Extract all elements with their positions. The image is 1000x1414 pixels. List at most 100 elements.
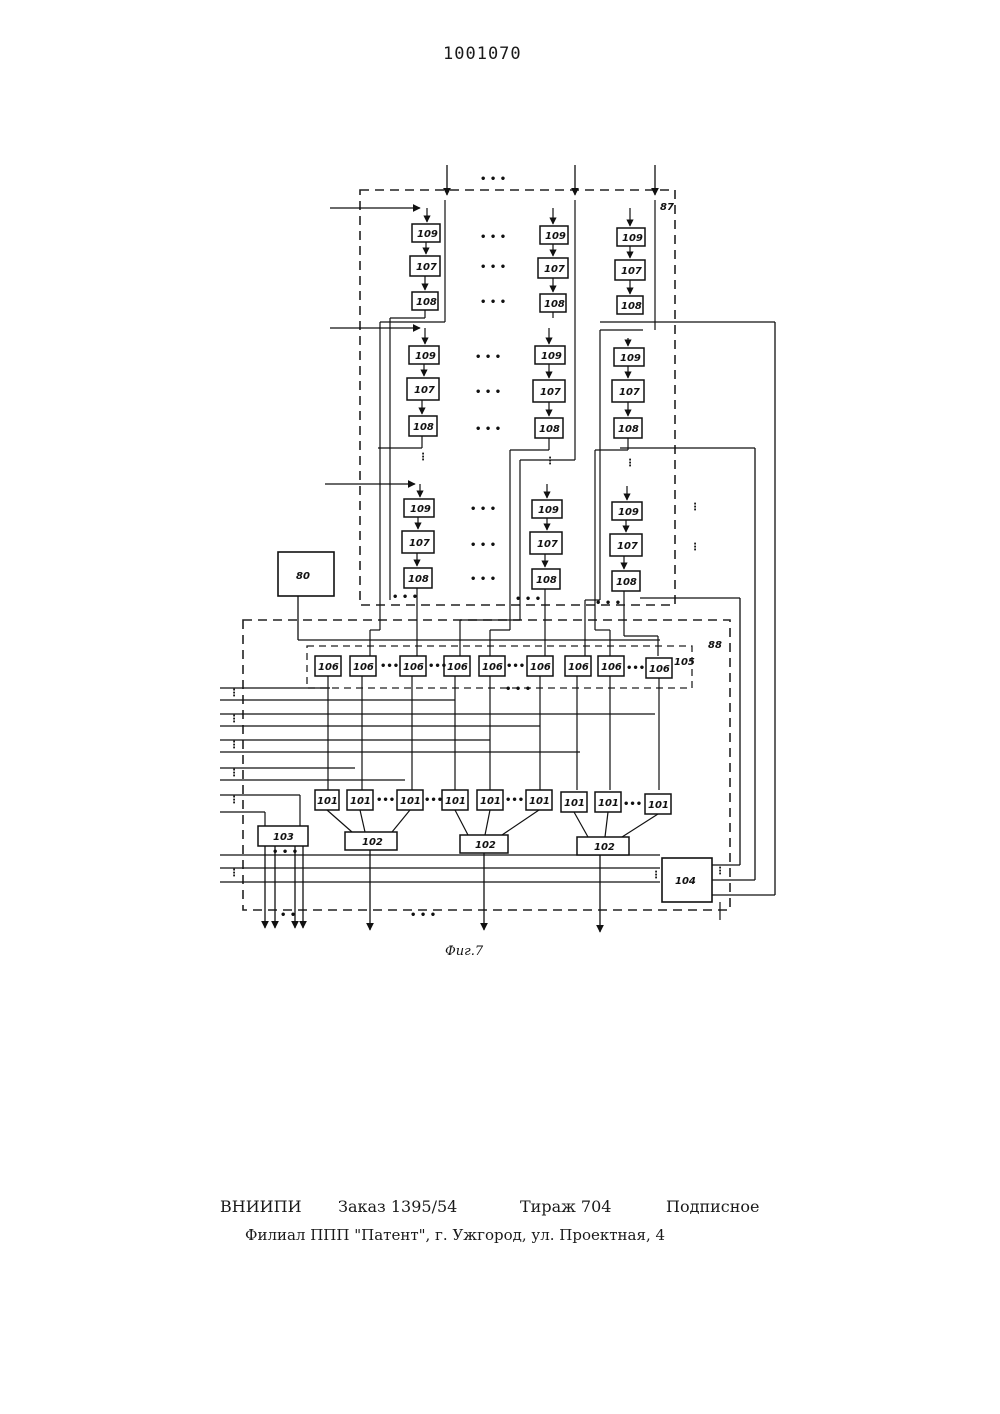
row-102: 102 102 102 <box>345 832 629 855</box>
dots-outputs-left: • • <box>280 910 296 921</box>
svg-text:⋮: ⋮ <box>229 768 239 779</box>
block-108-r1c2: 108 <box>540 294 566 312</box>
svg-text:106: 106 <box>530 662 551 673</box>
left-input-dots: ⋮ ⋮ ⋮ ⋮ ⋮ ⋮ <box>229 688 239 879</box>
svg-text:101: 101 <box>317 796 338 807</box>
svg-text:•••: ••• <box>623 799 642 810</box>
svg-text:106: 106 <box>568 662 589 673</box>
svg-text:101: 101 <box>529 796 550 807</box>
block-109-r3c3: 109 <box>612 502 642 520</box>
mid-lines <box>328 676 659 790</box>
block-101-8: 101 <box>595 792 621 812</box>
block-109-r1c1: 109 <box>412 224 440 242</box>
svg-text:106: 106 <box>403 662 424 673</box>
svg-text:106: 106 <box>318 662 339 673</box>
svg-text:107: 107 <box>416 262 437 273</box>
column-3: 109 107 108 109 107 108 109 107 108 <box>610 208 645 591</box>
block-106-9: 106 <box>646 658 672 678</box>
block-109-r2c3: 109 <box>614 348 644 366</box>
svg-text:103: 103 <box>273 832 294 843</box>
block-109-r3c2: 109 <box>532 500 562 518</box>
svg-text:102: 102 <box>594 842 615 853</box>
svg-text:109: 109 <box>417 229 438 240</box>
svg-text:⋮: ⋮ <box>229 688 239 699</box>
block-107-r3c2: 107 <box>530 532 562 554</box>
block-107-r3c3: 107 <box>610 534 642 556</box>
svg-text:101: 101 <box>564 798 585 809</box>
svg-text:101: 101 <box>350 796 371 807</box>
block-102-1: 102 <box>345 832 397 850</box>
block-102-3: 102 <box>577 837 629 855</box>
column-2: 109 107 108 109 107 108 109 107 108 <box>530 208 568 589</box>
footer-org: ВНИИПИ <box>220 1197 302 1216</box>
block-108-r2c3: 108 <box>614 418 642 438</box>
svg-text:108: 108 <box>536 575 557 586</box>
block-101-4: 101 <box>442 790 468 810</box>
block-106-4: 106 <box>444 656 470 676</box>
svg-text:• • •: • • • <box>392 592 418 603</box>
figure-caption: Фиг.7 <box>445 944 484 959</box>
svg-text:• • •: • • • <box>475 424 501 435</box>
svg-text:109: 109 <box>545 231 566 242</box>
dots-104-left: ⋮ <box>651 870 661 881</box>
block-108-r3c2: 108 <box>532 569 560 589</box>
svg-text:⋮: ⋮ <box>690 542 700 553</box>
block-108-r3c1: 108 <box>404 568 432 588</box>
svg-text:101: 101 <box>648 800 669 811</box>
block-107-r1c2: 107 <box>538 258 568 278</box>
block-108-r2c2: 108 <box>535 418 563 438</box>
dots-104-right: ⋮ <box>715 866 725 877</box>
block-107-r1c3: 107 <box>615 260 645 280</box>
svg-text:102: 102 <box>362 837 383 848</box>
svg-text:80: 80 <box>296 571 310 582</box>
block-106-1: 106 <box>315 656 341 676</box>
svg-text:⋮: ⋮ <box>229 795 239 806</box>
svg-text:• • •: • • • <box>480 297 506 308</box>
block-106-3: 106 <box>400 656 426 676</box>
block-107-r2c3: 107 <box>612 380 644 402</box>
footer-branch: Филиал ППП "Патент", г. Ужгород, ул. Про… <box>245 1226 665 1244</box>
svg-text:• • •: • • • <box>515 594 541 605</box>
svg-text:• • •: • • • <box>470 540 496 551</box>
block-101-5: 101 <box>477 790 503 810</box>
svg-text:• • •: • • • <box>480 232 506 243</box>
block-109-r2c2: 109 <box>535 346 565 364</box>
svg-text:⋮: ⋮ <box>625 458 635 469</box>
column-1: 109 107 108 109 107 108 109 107 108 <box>402 208 440 588</box>
block-104: 104 <box>662 858 712 902</box>
svg-text:108: 108 <box>539 424 560 435</box>
block-80: 80 <box>278 552 334 596</box>
label-88: 88 <box>708 640 722 651</box>
svg-text:• • •: • • • <box>480 262 506 273</box>
svg-text:107: 107 <box>619 387 640 398</box>
svg-text:⋮: ⋮ <box>690 502 700 513</box>
label-105: 105 <box>674 657 695 668</box>
block-107-r2c1: 107 <box>407 378 439 400</box>
svg-text:109: 109 <box>541 351 562 362</box>
svg-text:108: 108 <box>413 422 434 433</box>
block-108-r1c3: 108 <box>617 296 643 314</box>
dots-103: • • • <box>272 847 298 858</box>
footer-circulation: Тираж 704 <box>520 1197 611 1216</box>
block-101-3: 101 <box>397 790 423 810</box>
dots-top: • • • <box>480 174 506 185</box>
svg-text:107: 107 <box>540 387 561 398</box>
block-101-2: 101 <box>347 790 373 810</box>
svg-text:106: 106 <box>447 662 468 673</box>
svg-text:109: 109 <box>618 507 639 518</box>
block-108-r2c1: 108 <box>409 416 437 436</box>
svg-text:• • •: • • • <box>470 504 496 515</box>
svg-text:• • •: • • • <box>475 352 501 363</box>
svg-text:109: 109 <box>410 504 431 515</box>
svg-text:109: 109 <box>620 353 641 364</box>
svg-text:109: 109 <box>415 351 436 362</box>
svg-text:101: 101 <box>445 796 466 807</box>
svg-text:108: 108 <box>618 424 639 435</box>
svg-text:106: 106 <box>601 662 622 673</box>
svg-text:108: 108 <box>544 299 565 310</box>
svg-text:101: 101 <box>480 796 501 807</box>
svg-text:⋮: ⋮ <box>229 740 239 751</box>
svg-text:•••: ••• <box>626 663 645 674</box>
svg-text:•••: ••• <box>424 795 443 806</box>
block-101-1: 101 <box>315 790 339 810</box>
